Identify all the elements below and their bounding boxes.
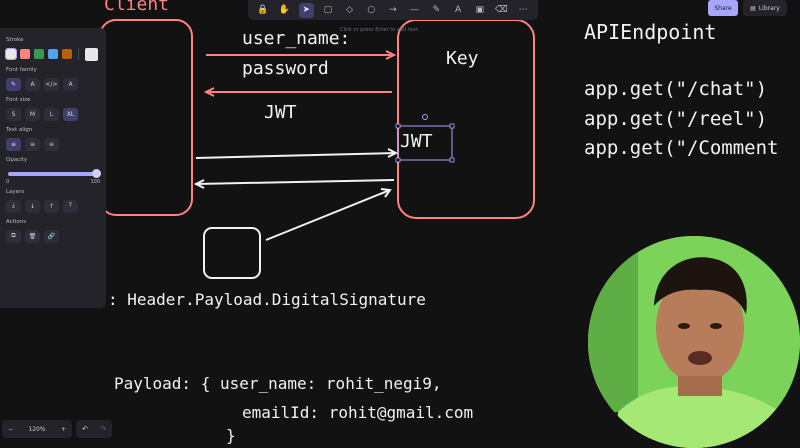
presenter-image — [588, 236, 800, 448]
code-font-icon[interactable]: </> — [44, 77, 59, 91]
opacity-range: 0 100 — [6, 179, 100, 185]
ellipse-icon[interactable]: ○ — [367, 5, 376, 15]
duplicate-icon[interactable]: ⧉ — [6, 229, 21, 243]
library-icon: ▤ — [750, 4, 756, 12]
bring-to-front-icon[interactable]: ⤒ — [63, 199, 78, 213]
more-tools-icon[interactable]: ⋯ — [518, 5, 528, 15]
stroke-swatch-1[interactable] — [5, 48, 17, 60]
zoom-in-button[interactable]: + — [60, 425, 66, 433]
bring-forward-icon[interactable]: ↑ — [44, 199, 59, 213]
opacity-slider[interactable] — [8, 169, 101, 178]
api-route-comment[interactable]: app.get("/Comment — [584, 137, 779, 159]
actions-label: Actions — [6, 219, 27, 225]
redo-icon[interactable]: ↷ — [100, 425, 106, 433]
font-size-s-button[interactable]: S — [6, 107, 21, 121]
text-align-label: Text align — [6, 127, 33, 133]
zoom-level[interactable]: 120% — [28, 425, 46, 433]
selection-frame[interactable] — [397, 125, 453, 161]
shape-toolbar: 🔒 ✋ ➤ ▢ ◇ ○ → — ✎ A ▣ ⌫ ⋯ — [248, 0, 538, 20]
properties-panel: Stroke Font family ✎ A </> A Font size S… — [0, 28, 106, 308]
opacity-max: 100 — [90, 179, 100, 185]
api-route-reel[interactable]: app.get("/reel") — [584, 108, 768, 130]
align-center-icon[interactable]: ≡ — [25, 137, 40, 151]
stroke-swatch-3[interactable] — [34, 49, 44, 59]
stroke-divider — [78, 48, 79, 60]
send-to-back-icon[interactable]: ⤓ — [6, 199, 21, 213]
library-label: Library — [758, 4, 780, 12]
font-size-m-button[interactable]: M — [25, 107, 40, 121]
password-label[interactable]: password — [242, 58, 329, 79]
opacity-label: Opacity — [6, 157, 28, 163]
font-size-l-button[interactable]: L — [44, 107, 59, 121]
diamond-icon[interactable]: ◇ — [346, 5, 354, 15]
line-icon[interactable]: — — [410, 5, 420, 15]
white-request-arrow[interactable] — [195, 152, 397, 159]
arrow-icon[interactable]: → — [389, 5, 397, 15]
eraser-icon[interactable]: ⌫ — [495, 5, 508, 15]
key-label[interactable]: Key — [446, 48, 479, 69]
pencil-icon[interactable]: ✎ — [432, 5, 441, 15]
stroke-swatch-5[interactable] — [62, 49, 72, 59]
opacity-knob[interactable] — [92, 169, 101, 178]
edit-text-hint: Click or press Enter to edit text — [340, 27, 418, 33]
zoom-controls: − 120% + — [2, 420, 72, 438]
share-button[interactable]: Share — [708, 0, 738, 16]
api-title[interactable]: APIEndpoint — [584, 20, 717, 44]
lock-icon[interactable]: 🔒 — [257, 5, 269, 15]
hand-drawn-font-icon[interactable]: ✎ — [6, 77, 21, 91]
image-icon[interactable]: ▣ — [475, 5, 484, 15]
presenter-webcam — [588, 236, 800, 448]
actions-row: ⧉ 🗑 🔗 — [6, 229, 100, 243]
stroke-label: Stroke — [6, 37, 24, 43]
rectangle-icon[interactable]: ▢ — [323, 5, 333, 15]
client-label[interactable]: Client — [104, 0, 170, 15]
align-right-icon[interactable]: ≡ — [44, 137, 59, 151]
client-box[interactable] — [99, 19, 193, 216]
hand-icon[interactable]: ✋ — [278, 5, 291, 15]
api-route-chat[interactable]: app.get("/chat") — [584, 78, 768, 100]
jwt-format-text[interactable]: : Header.Payload.DigitalSignature — [108, 290, 426, 309]
jwt-label[interactable]: JWT — [264, 102, 297, 123]
undo-icon[interactable]: ↶ — [82, 425, 88, 433]
opacity-min: 0 — [6, 179, 10, 185]
align-left-icon[interactable]: ≡ — [6, 137, 21, 151]
font-picker-icon[interactable]: A — [63, 77, 78, 91]
payload-line-2[interactable]: emailId: rohit@gmail.com — [242, 403, 474, 422]
current-stroke-swatch[interactable] — [85, 47, 98, 61]
rotate-handle[interactable] — [422, 114, 428, 120]
layers-label: Layers — [6, 189, 25, 195]
token-box[interactable] — [203, 227, 261, 279]
stroke-swatch-2[interactable] — [20, 49, 30, 59]
font-size-xl-button[interactable]: XL — [63, 107, 78, 121]
stroke-color-row — [5, 47, 100, 61]
payload-line-1[interactable]: Payload: { user_name: rohit_negi9, — [114, 374, 442, 393]
select-icon[interactable]: ➤ — [298, 2, 314, 18]
library-button[interactable]: ▤ Library — [743, 0, 787, 16]
font-size-label: Font size — [6, 97, 31, 103]
key-server-box[interactable] — [397, 19, 535, 219]
username-label[interactable]: user_name: — [242, 28, 351, 49]
history-controls: ↶ ↷ — [76, 420, 112, 438]
text-icon[interactable]: A — [454, 5, 462, 15]
jwt-box-text[interactable]: JWT — [400, 131, 433, 152]
send-backward-icon[interactable]: ↓ — [25, 199, 40, 213]
token-arrow[interactable] — [265, 189, 391, 241]
text-align-row: ≡ ≡ ≡ — [6, 137, 100, 151]
white-response-arrow[interactable] — [195, 179, 395, 185]
delete-icon[interactable]: 🗑 — [25, 229, 40, 243]
font-family-label: Font family — [6, 67, 37, 73]
stroke-swatch-4[interactable] — [48, 49, 58, 59]
layers-row: ⤓ ↓ ↑ ⤒ — [6, 199, 100, 213]
normal-font-icon[interactable]: A — [25, 77, 40, 91]
font-family-row: ✎ A </> A — [6, 77, 100, 91]
zoom-out-button[interactable]: − — [8, 425, 14, 433]
payload-line-3[interactable]: } — [226, 426, 236, 445]
link-icon[interactable]: 🔗 — [44, 229, 59, 243]
